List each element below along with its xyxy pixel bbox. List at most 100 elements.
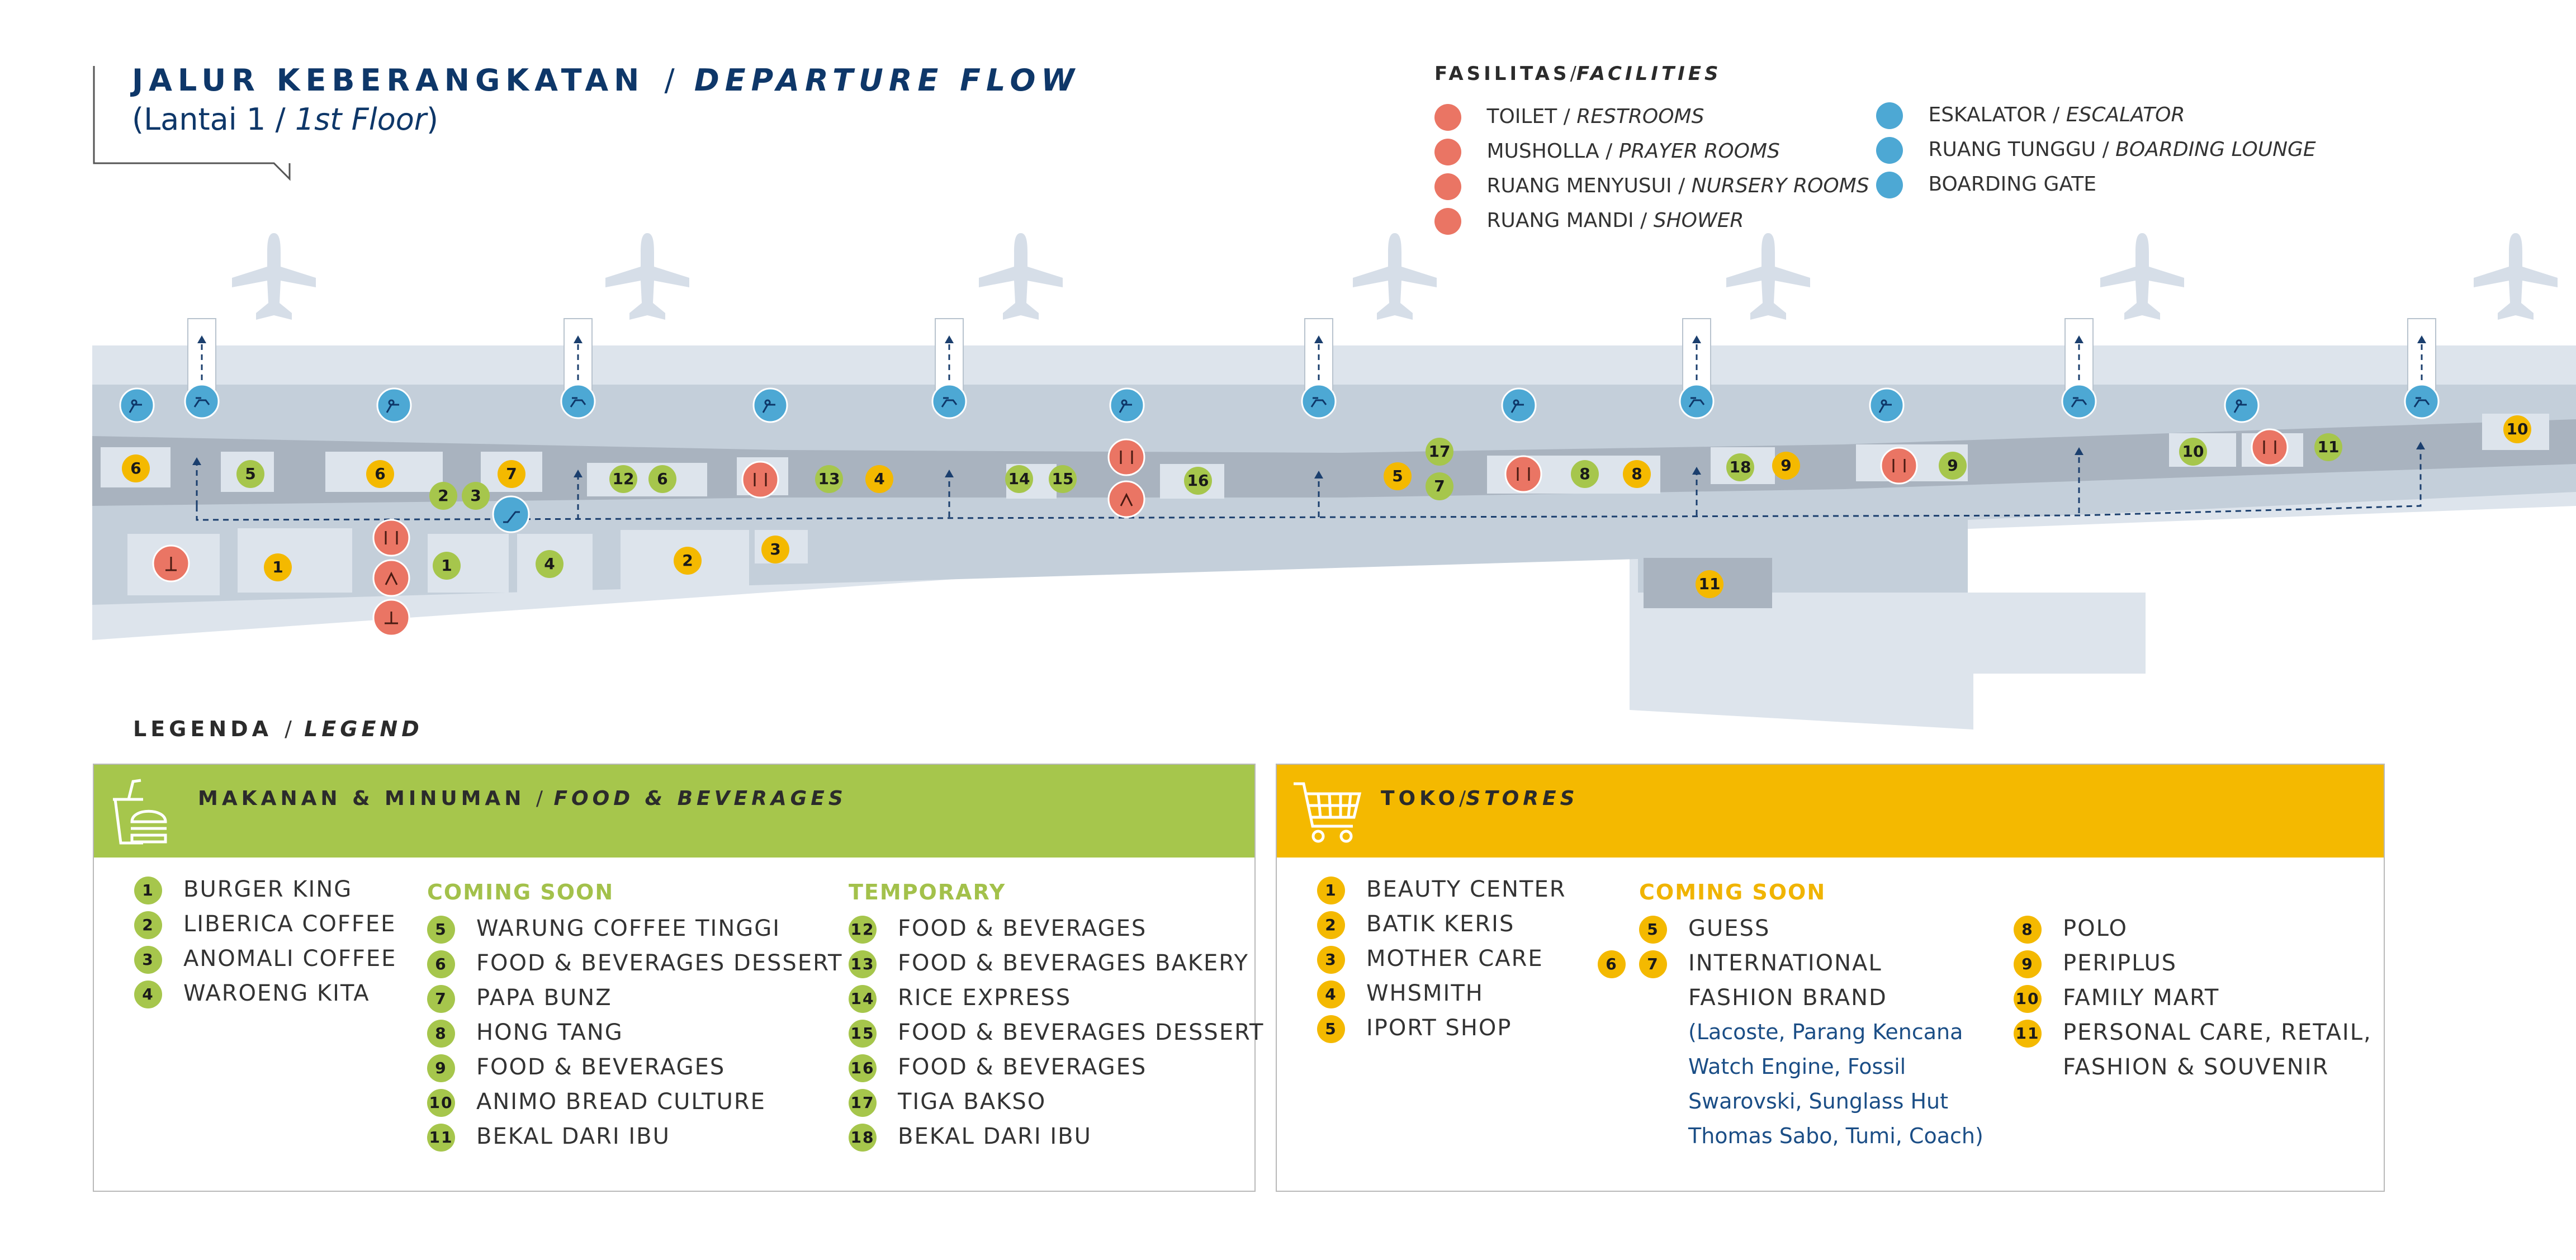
- legend-number: 17: [849, 1089, 877, 1117]
- legend-name: RICE EXPRESS: [898, 985, 1072, 1011]
- map-marker-fnb: 6: [648, 465, 676, 493]
- legend-title-sep: /: [285, 717, 292, 741]
- airplane-icon: [1726, 233, 1810, 320]
- stores-title-sep: /: [1459, 787, 1466, 810]
- legend-number: 5: [427, 916, 455, 944]
- facility-sep: /: [1563, 105, 1570, 128]
- legend-title: LEGENDA / LEGEND: [133, 717, 423, 741]
- brand-list-line: Thomas Sabo, Tumi, Coach): [1688, 1124, 1983, 1148]
- legend-name: BURGER KING: [183, 877, 353, 902]
- facility-sep: /: [1640, 209, 1647, 232]
- title-id: JALUR KEBERANGKATAN: [132, 63, 645, 98]
- legend-item: 8 HONG TANG: [427, 1020, 842, 1054]
- map-marker-fnb: 11: [2314, 433, 2342, 461]
- food-icon: [113, 779, 167, 845]
- legend-number: 14: [849, 985, 877, 1013]
- restroom-icon: [372, 519, 410, 557]
- legend-name: FOOD & BEVERAGES: [476, 1054, 726, 1080]
- legend-item: 15 FOOD & BEVERAGES DESSERT: [849, 1020, 1264, 1054]
- map-marker-fnb: 9: [1772, 452, 1800, 480]
- facility-label-id: RUANG TUNGGU: [1928, 138, 2096, 161]
- legend-number: 3: [1317, 946, 1345, 974]
- temporary-label: TEMPORARY: [849, 880, 1006, 904]
- legend-name: FOOD & BEVERAGES DESSERT: [898, 1020, 1265, 1045]
- facility-label-id: RUANG MENYUSUI: [1486, 174, 1672, 197]
- facilities-title-en: FACILITIES: [1576, 63, 1722, 85]
- facility-label-en: ESCALATOR: [2066, 103, 2185, 126]
- facility-label-id: TOILET: [1486, 105, 1557, 128]
- map-marker-fnb: 9: [1939, 452, 1967, 480]
- map-marker-fnb: 15: [1049, 465, 1077, 493]
- map-marker-fnb: 3: [462, 482, 490, 510]
- map-marker-fnb: 6: [122, 454, 150, 482]
- legend-item: 5 WARUNG COFFEE TINGGI: [427, 916, 842, 950]
- map-marker-store: 11: [1696, 570, 1723, 598]
- restroom-icon: [741, 461, 779, 499]
- legend-number: 2: [1317, 911, 1345, 939]
- facility-sep: /: [2053, 103, 2060, 126]
- legend-name: FOOD & BEVERAGES: [898, 916, 1147, 941]
- map-marker-fnb: 2: [429, 482, 457, 510]
- map-marker-store: 3: [761, 536, 789, 563]
- title-en: DEPARTURE FLOW: [694, 63, 1080, 98]
- legend-number: 9: [427, 1054, 455, 1082]
- restroom-icon: [1434, 104, 1461, 131]
- title-separator: /: [664, 63, 675, 98]
- legend-number: 8: [427, 1020, 455, 1048]
- legend-name: LIBERICA COFFEE: [183, 911, 396, 937]
- facility-sep: /: [2102, 138, 2109, 161]
- subtitle-en: 1st Floor: [295, 102, 427, 137]
- map-marker-fnb: 4: [536, 550, 564, 578]
- map-marker-fnb: 18: [1726, 453, 1754, 481]
- stores-legend-title: TOKO/STORES: [1381, 787, 1579, 810]
- boarding-gate-icon: [184, 383, 220, 419]
- map-marker-fnb: 6: [366, 460, 394, 488]
- stores-title-id: TOKO: [1381, 787, 1460, 810]
- legend-number: 15: [849, 1020, 877, 1048]
- facility-item: TOILET / RESTROOMS: [1434, 104, 1869, 139]
- legend-number: 5: [1317, 1015, 1345, 1043]
- legend-number: 12: [849, 916, 877, 944]
- legend-title-en: LEGEND: [304, 717, 423, 741]
- legend-number: 7: [427, 985, 455, 1013]
- legend-name: INTERNATIONAL: [1688, 950, 1882, 976]
- facilities-title-sep: /: [1570, 63, 1576, 85]
- legend-name: WARUNG COFFEE TINGGI: [476, 916, 781, 941]
- legend-name: HONG TANG: [476, 1020, 623, 1045]
- legend-item: 12 FOOD & BEVERAGES: [849, 916, 1264, 950]
- subtitle-id: (Lantai 1: [132, 102, 266, 137]
- boarding-gate-icon: [1876, 172, 1903, 198]
- restroom-icon: [1504, 455, 1542, 493]
- legend-name: BATIK KERIS: [1366, 911, 1515, 937]
- map-marker-store: 1: [264, 553, 292, 581]
- legend-number: 6: [1598, 950, 1626, 978]
- restroom-icon: [1880, 447, 1918, 485]
- facility-item: MUSHOLLA / PRAYER ROOMS: [1434, 139, 1869, 173]
- airplane-icon: [1353, 233, 1437, 320]
- legend-name: FOOD & BEVERAGES DESSERT: [476, 950, 843, 976]
- boarding-gate-icon: [1679, 383, 1715, 419]
- escalator-icon: [492, 495, 530, 533]
- floor-map: [92, 66, 2576, 730]
- legend-item: 14 RICE EXPRESS: [849, 985, 1264, 1020]
- title-bracket: [93, 66, 291, 181]
- escalator-icon: [1876, 102, 1903, 129]
- boarding-gate-icon: [2061, 383, 2097, 419]
- restroom-icon: [1107, 438, 1145, 476]
